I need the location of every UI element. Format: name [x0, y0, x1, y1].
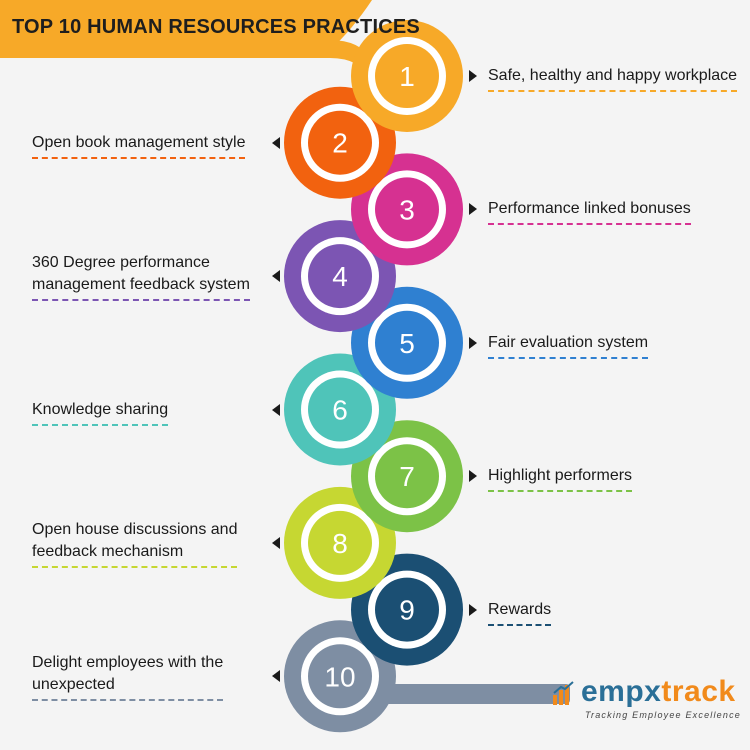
growth-bars-icon [553, 681, 574, 705]
logo-name-part1: empx [581, 675, 662, 708]
step-label-3: Performance linked bonuses [488, 198, 691, 226]
step-number-5: 5 [399, 328, 415, 359]
dashed-underline [32, 156, 246, 159]
step-label-line: Open house discussions and [32, 520, 238, 538]
ribbon-tail [350, 684, 570, 704]
title-bar [0, 0, 372, 58]
dashed-underline [32, 699, 224, 702]
arrow-right-icon [469, 203, 477, 216]
step-number-1: 1 [399, 61, 415, 92]
dashed-underline [32, 565, 238, 568]
step-label-line: Delight employees with the [32, 654, 224, 672]
disc-inner [308, 644, 372, 709]
arrow-left-icon [272, 670, 280, 683]
step-label-line: Safe, healthy and happy workplace [488, 67, 738, 84]
step-label-4: 360 Degree performance management feedbac… [32, 252, 250, 302]
step-number-2: 2 [332, 128, 348, 159]
dashed-underline [32, 299, 250, 302]
page-title: TOP 10 HUMAN RESOURCES PRACTICES [12, 16, 420, 38]
step-label-line: Performance linked bonuses [488, 200, 691, 218]
disc-inner [308, 510, 372, 575]
arrow-right-icon [469, 470, 477, 483]
step-label-line: Knowledge sharing [32, 400, 169, 418]
step-disc-8: 8 [284, 486, 396, 599]
logo-tagline: Tracking Employee Excellence [585, 710, 741, 720]
disc-inner [308, 110, 372, 175]
dashed-underline [488, 623, 552, 626]
arrow-left-icon [272, 136, 280, 149]
step-number-9: 9 [399, 595, 415, 626]
step-number-10: 10 [324, 661, 355, 692]
step-number-4: 4 [332, 261, 348, 292]
step-label-10: Delight employees with the unexpected [32, 652, 224, 702]
step-label-line: Fair evaluation system [488, 333, 649, 351]
step-label-5: Fair evaluation system [488, 332, 649, 359]
step-label-7: Highlight performers [488, 465, 633, 493]
disc-inner [375, 177, 439, 242]
step-disc-1: 1 [351, 20, 463, 132]
disc-inner [375, 577, 439, 642]
step-number-7: 7 [399, 461, 415, 492]
step-label-line: management feedback system [32, 276, 250, 294]
dashed-underline [488, 356, 649, 359]
step-label-line: feedback mechanism [32, 542, 184, 560]
step-label-2: Open book management style [32, 132, 246, 159]
dashed-underline [488, 90, 738, 92]
step-label-8: Open house discussions and feedback mecha… [32, 519, 238, 568]
step-label-line: Highlight performers [488, 467, 633, 485]
step-number-8: 8 [332, 528, 348, 559]
step-label-line: 360 Degree performance [32, 254, 210, 272]
step-label-9: Rewards [488, 599, 552, 626]
empxtrack-logo: empxtrack Tracking Employee Excellence [553, 675, 743, 725]
step-label-line: unexpected [32, 676, 115, 694]
disc-inner [308, 377, 372, 442]
logo-name-part2: track [661, 675, 736, 708]
arrow-right-icon [469, 603, 477, 616]
step-number-3: 3 [399, 194, 415, 225]
step-number-6: 6 [332, 395, 348, 426]
disc-inner [375, 310, 439, 375]
dashed-underline [488, 490, 633, 493]
arrow-left-icon [272, 536, 280, 549]
disc-inner [375, 444, 439, 509]
step-label-line: Open book management style [32, 133, 246, 151]
logo-wordmark: empxtrack [581, 675, 736, 709]
arrow-left-icon [272, 403, 280, 416]
disc-inner [308, 244, 372, 309]
arrow-right-icon [469, 70, 477, 82]
step-label-line: Rewards [488, 600, 552, 618]
step-label-1: Safe, healthy and happy workplace [488, 65, 738, 92]
dashed-underline [488, 223, 691, 226]
dashed-underline [32, 423, 169, 426]
step-label-6: Knowledge sharing [32, 399, 169, 426]
disc-inner [375, 44, 439, 108]
arrow-right-icon [469, 336, 477, 349]
arrow-left-icon [272, 270, 280, 283]
